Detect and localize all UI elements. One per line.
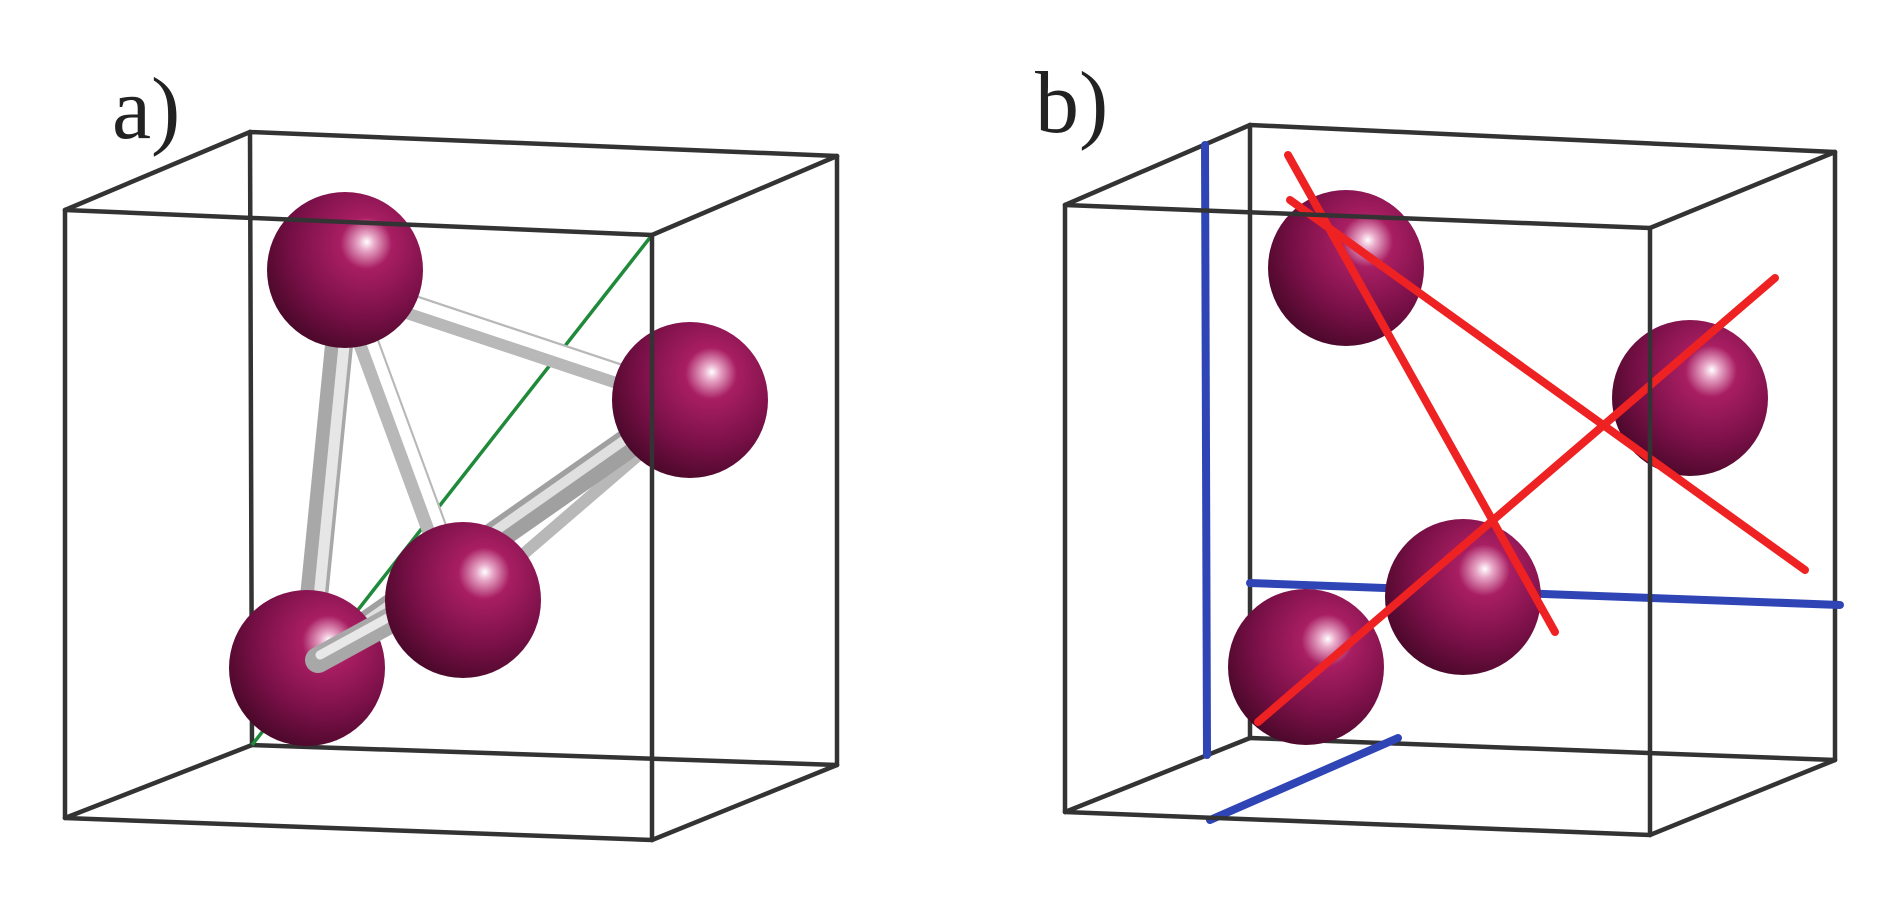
cube-b-edge-bottom-left xyxy=(1062,735,1253,815)
cube-b-edge-back-bottom xyxy=(1247,735,1838,763)
panel-b-cube-front xyxy=(1062,202,1653,838)
cube-a-edge-bottom-right xyxy=(649,762,840,843)
atom-a-front-mid xyxy=(385,522,541,678)
cube-a-edge-top-right xyxy=(649,153,840,238)
atom-b-top xyxy=(1268,190,1424,346)
panel-a-cube-frame xyxy=(62,129,840,843)
panel-a-atoms xyxy=(229,192,768,746)
atom-b-bottom-left xyxy=(1228,589,1384,745)
cube-b-edge-front-top xyxy=(1062,202,1653,231)
cube-b-edge-top-left xyxy=(1062,122,1253,208)
cube-a-edge-back-bottom xyxy=(249,742,840,768)
panel-b-cube-frame xyxy=(1062,122,1838,838)
panel-a: a) xyxy=(62,61,840,843)
panel-a-label: a) xyxy=(112,61,180,158)
blue-axis-vertical xyxy=(1201,141,1211,759)
red-axis-2 xyxy=(1286,196,1809,574)
panel-b-atoms xyxy=(1228,190,1768,745)
panel-b-blue-axes xyxy=(1201,141,1844,824)
cube-b-edge-back-top xyxy=(1247,122,1838,155)
cube-a-edge-front-top xyxy=(62,207,655,238)
blue-axis-horizontal xyxy=(1246,579,1844,609)
atom-a-bottom-left xyxy=(229,590,385,746)
cube-b-edge-bottom-right xyxy=(1647,757,1838,838)
cube-a-edge-front-bottom xyxy=(62,815,655,843)
panel-b: b) xyxy=(1035,55,1844,838)
panel-b-red-axes xyxy=(1254,151,1809,726)
red-axis-3 xyxy=(1254,274,1779,726)
atom-b-front-mid xyxy=(1385,519,1541,675)
cube-a-edge-top-left xyxy=(62,129,253,213)
cube-a-edge-back-top xyxy=(247,129,840,159)
cube-b-edge-top-right xyxy=(1647,149,1838,231)
atom-a-right xyxy=(612,322,768,478)
panel-b-label: b) xyxy=(1035,55,1108,152)
cube-b-edge-front-bottom xyxy=(1062,809,1653,838)
panel-a-cube-front xyxy=(62,207,655,843)
cube-a-edge-bottom-left xyxy=(62,742,255,821)
atom-a-top xyxy=(267,192,423,348)
blue-axis-depth xyxy=(1206,734,1402,824)
